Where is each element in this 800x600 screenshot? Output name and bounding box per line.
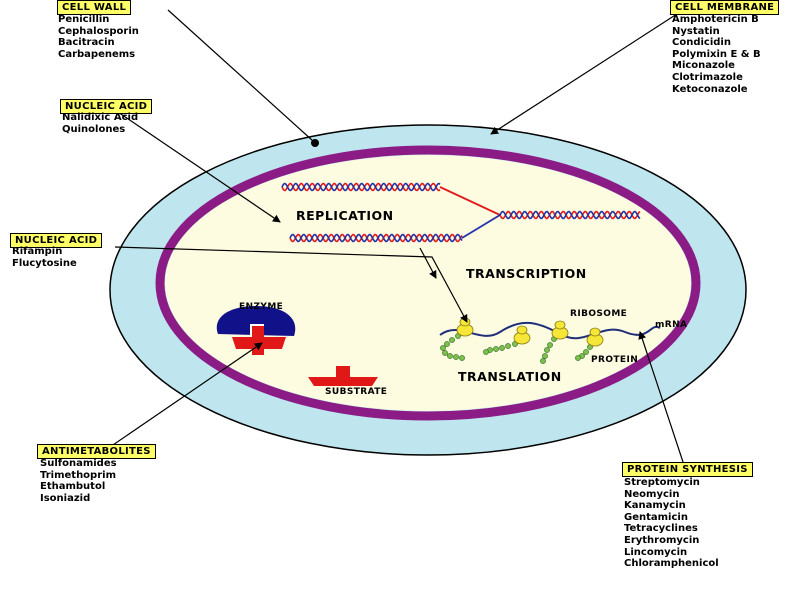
drug-item: Tetracyclines (624, 523, 698, 535)
drug-item: Polymixin E & B (672, 48, 761, 60)
ribosome-group (440, 317, 604, 364)
enzyme-shape (216, 306, 296, 355)
cytoplasm (165, 155, 691, 411)
drug-item: Clotrimazole (672, 71, 743, 83)
nucleic-acid-transcription-title: NUCLEIC ACID (10, 233, 103, 248)
drug-item: Bacitracin (58, 37, 115, 49)
drug-item: Gentamicin (624, 511, 688, 523)
drug-item: Nalidixic Acid (62, 112, 139, 123)
drug-item: Neomycin (624, 488, 680, 500)
antimetabolites-drug-list: Sulfonamides Trimethoprim Ethambutol Iso… (40, 458, 117, 504)
drug-item: Kanamycin (624, 500, 686, 512)
drug-item: Cephalosporin (58, 25, 139, 37)
arrow-enzyme-to-transcription (419, 247, 437, 279)
drug-item: Flucytosine (12, 257, 77, 269)
translation-label: TRANSLATION (458, 369, 562, 384)
arrow-protein-synthesis (638, 331, 684, 463)
arrow-nucleic-acid-replication (111, 107, 281, 223)
drug-item: Sulfonamides (40, 458, 117, 469)
protein-synthesis-drug-list: Streptomycin Neomycin Kanamycin Gentamic… (624, 477, 719, 570)
antimetabolites-title: ANTIMETABOLITES (37, 444, 156, 459)
drug-item: Lincomycin (624, 546, 688, 558)
arrow-cell-membrane (490, 11, 681, 135)
nucleic-acid-replication-drug-list: Nalidixic Acid Quinolones (62, 112, 138, 135)
cell-wall-drug-list: Penicillin Cephalosporin Bacitracin Carb… (58, 14, 139, 60)
arrow-cell-wall (167, 9, 314, 142)
drug-item: Ethambutol (40, 481, 106, 493)
mrna-label: mRNA (655, 320, 688, 330)
drug-item: Ketoconazole (672, 83, 748, 95)
drug-item: Isoniazid (40, 492, 91, 504)
drug-item: Amphotericin B (672, 14, 759, 25)
drug-item: Chloramphenicol (624, 558, 719, 570)
protein-synthesis-title: PROTEIN SYNTHESIS (622, 462, 753, 477)
drug-item: Condicidin (672, 37, 731, 49)
drug-item: Erythromycin (624, 534, 700, 546)
substrate-shape (308, 366, 378, 386)
dna-replication-fork (281, 182, 641, 243)
arrow-antimetabolites (109, 342, 263, 448)
drug-item: Streptomycin (624, 477, 700, 488)
transcription-label: TRANSCRIPTION (466, 266, 587, 281)
cell-membrane-layer (155, 145, 701, 421)
enzyme-label: ENZYME (239, 302, 284, 312)
cell-wall-title: CELL WALL (57, 0, 132, 15)
pointer-arrows (109, 9, 684, 463)
nucleic-acid-replication-title: NUCLEIC ACID (60, 99, 153, 114)
cell-membrane-drug-list: Amphotericin B Nystatin Condicidin Polym… (672, 14, 761, 95)
protein-label: PROTEIN (591, 355, 639, 365)
drug-item: Miconazole (672, 60, 735, 72)
ribosome-label: RIBOSOME (570, 309, 628, 319)
arrow-nucleic-acid-transcription (114, 246, 468, 323)
replication-label: REPLICATION (296, 208, 394, 223)
drug-item: Penicillin (58, 14, 110, 25)
drug-item: Carbapenems (58, 48, 136, 60)
nucleic-acid-transcription-drug-list: Rifampin Flucytosine (12, 246, 77, 269)
substrate-label: SUBSTRATE (325, 387, 388, 397)
drug-item: Rifampin (12, 246, 63, 257)
drug-item: Trimethoprim (40, 469, 116, 481)
drug-item: Nystatin (672, 25, 720, 37)
cell-membrane-title: CELL MEMBRANE (670, 0, 780, 15)
drug-item: Quinolones (62, 123, 126, 135)
